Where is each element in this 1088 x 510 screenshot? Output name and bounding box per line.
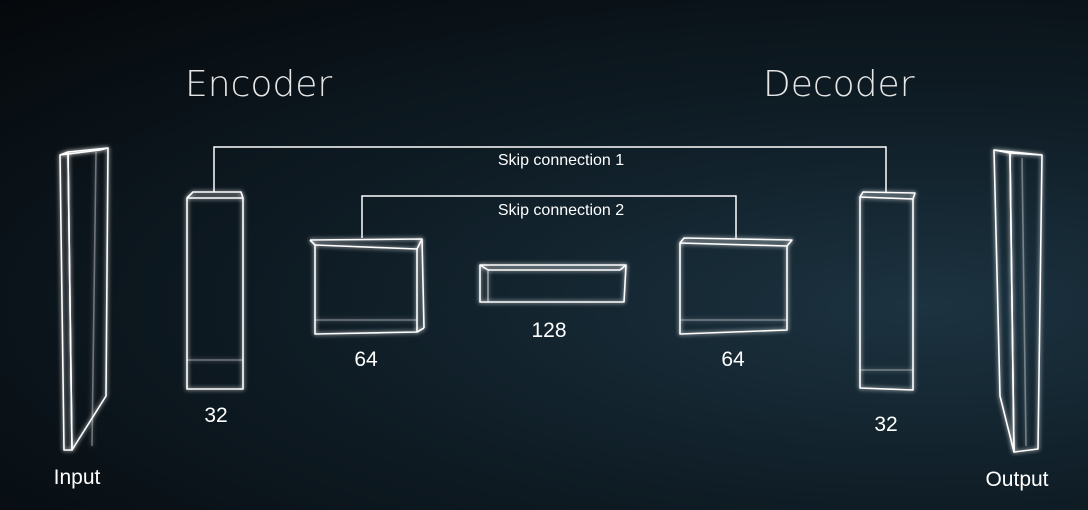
decoder-block-64: [679, 237, 793, 335]
skip-connection-2-label: Skip connection 2: [498, 202, 624, 219]
skip-connection-1-label: Skip connection 1: [498, 152, 624, 169]
skip-connection-1-line: [213, 146, 887, 192]
bottleneck-block-128: [479, 264, 627, 303]
bottleneck-block-128-label: 128: [531, 319, 566, 342]
input-slab: [59, 147, 109, 451]
skip-connection-2-line: [361, 195, 737, 238]
decoder-block-32: [859, 191, 916, 391]
decoder-title: Decoder: [763, 64, 915, 105]
input-label: Input: [54, 466, 101, 489]
encoder-title: Encoder: [185, 64, 332, 105]
encoder-block-32-label: 32: [204, 404, 227, 427]
encoder-block-64-label: 64: [354, 348, 378, 371]
encoder-block-32: [186, 191, 244, 390]
output-label: Output: [985, 468, 1048, 491]
output-slab: [993, 149, 1043, 453]
decoder-block-64-label: 64: [721, 348, 745, 371]
encoder-block-64: [309, 238, 425, 335]
decoder-block-32-label: 32: [874, 413, 897, 436]
